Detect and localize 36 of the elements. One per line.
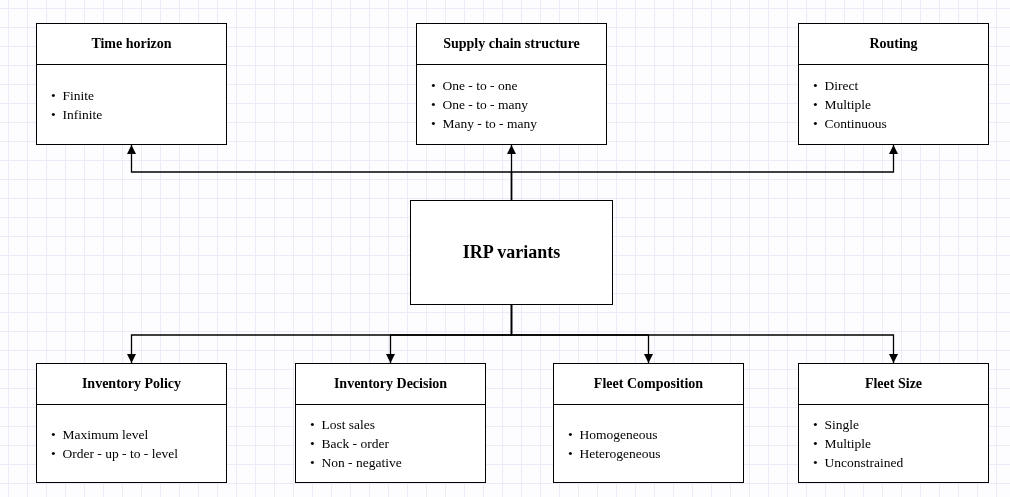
list-item: • Direct	[813, 77, 860, 95]
list-item: • One - to - one	[431, 77, 519, 95]
box-title: Fleet Size	[864, 376, 923, 392]
list-item: • Infinite	[51, 105, 103, 124]
arrow	[510, 304, 898, 364]
list-item: • One - to - many	[431, 96, 529, 114]
box-title: Supply chain structure	[443, 36, 580, 52]
list-item: • Multiple	[813, 435, 872, 453]
list-item: • Non - negative	[310, 454, 402, 472]
arrow	[510, 144, 898, 201]
list-item: • Back - order	[310, 435, 390, 453]
category-box	[416, 23, 607, 145]
box-title: IRP variants	[462, 242, 561, 263]
list-item: • Unconstrained	[813, 454, 904, 472]
box-title: Inventory Policy	[81, 376, 182, 392]
list-item: • Lost sales	[310, 416, 377, 434]
category-box	[36, 23, 227, 145]
list-item: • Many - to - many	[431, 115, 537, 133]
category-box	[553, 363, 744, 483]
list-item: • Single	[813, 416, 860, 434]
box-title: Routing	[869, 36, 918, 52]
box-title: Time horizon	[91, 36, 172, 52]
category-box	[798, 23, 989, 145]
category-box	[36, 363, 227, 483]
category-box	[798, 363, 989, 483]
list-item: • Order - up - to - level	[51, 444, 178, 463]
list-item: • Homogeneous	[568, 425, 659, 444]
list-item: • Heterogeneous	[568, 444, 661, 463]
list-item: • Maximum level	[51, 425, 150, 444]
list-item: • Multiple	[813, 96, 872, 114]
category-box	[295, 363, 486, 483]
list-item: • Finite	[51, 86, 95, 105]
central-box	[410, 200, 613, 305]
box-title: Inventory Decision	[333, 376, 448, 392]
box-title: Fleet Composition	[593, 376, 704, 392]
list-item: • Continuous	[813, 115, 887, 133]
